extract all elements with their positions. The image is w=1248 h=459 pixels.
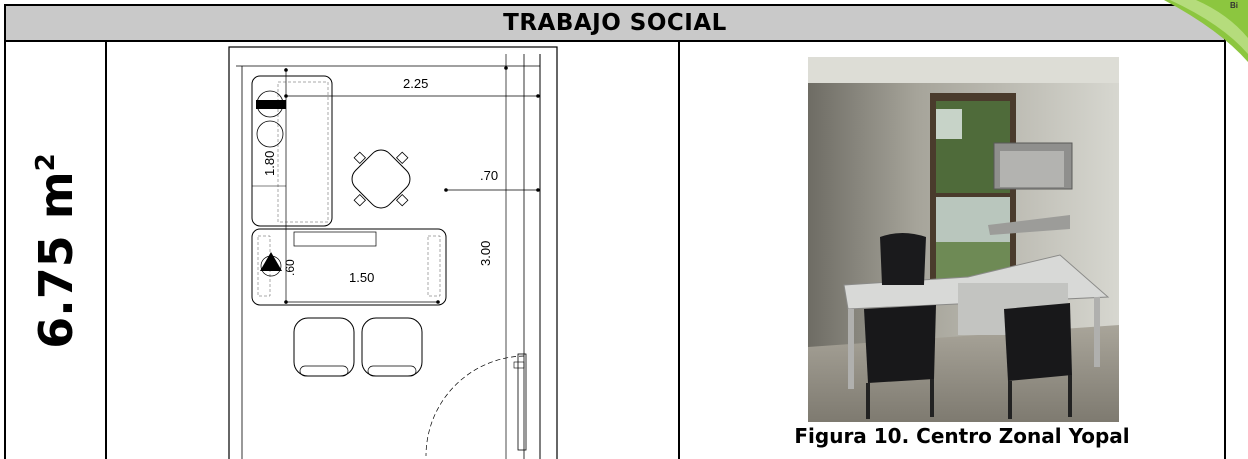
dim-dot (536, 94, 540, 98)
logo-swoosh-inner (1170, 0, 1248, 54)
dim-dot (504, 66, 508, 70)
chair-leg (930, 379, 934, 417)
door-hinge (513, 361, 525, 369)
visitor-chair-1-back (299, 365, 349, 377)
floor-plan: 2.25 1.80 .70 .60 1.50 (228, 46, 558, 459)
chair-leg (1068, 375, 1072, 417)
plan-frame (228, 46, 558, 459)
desk-leg (1094, 297, 1100, 367)
wall-cabinet-front (1000, 151, 1064, 187)
door-swing (425, 355, 525, 457)
table-divider-1 (105, 42, 107, 459)
dim-label-desk-width: 1.50 (349, 270, 374, 285)
table-border-left (4, 42, 6, 459)
visitor-chair-left (864, 305, 936, 383)
table-divider-2 (678, 42, 680, 459)
logo-text: Bi (1230, 1, 1238, 10)
visitor-chair-1 (293, 317, 355, 377)
area-superscript: 2 (31, 152, 61, 171)
photo-ceiling (808, 57, 1119, 83)
chair-leg (1008, 381, 1012, 419)
office-chair-back (880, 233, 926, 285)
dim-dot (436, 300, 440, 304)
window-sky (936, 109, 962, 139)
photo-caption: Figura 10. Centro Zonal Yopal (794, 424, 1130, 448)
area-number: 6.75 m (29, 170, 83, 349)
desk-dashed-right (427, 235, 441, 297)
door-leaf (517, 353, 527, 451)
dim-label-small: .60 (283, 259, 297, 276)
chair-leg (866, 383, 870, 419)
visitor-chair-2-back (367, 365, 417, 377)
dim-label-room-length: 3.00 (478, 241, 493, 266)
dim-label-top: 2.25 (403, 76, 428, 91)
table-border-right (1224, 42, 1226, 459)
main-desk (251, 228, 447, 306)
office-photo (808, 57, 1119, 422)
side-desk (251, 75, 333, 227)
visitor-chair-right (1004, 303, 1072, 381)
phone-icon (256, 120, 284, 148)
keyboard-tray (293, 231, 377, 247)
area-cell: 6.75 m2 (6, 42, 106, 459)
office-chair (351, 149, 411, 209)
dim-dot (444, 188, 448, 192)
area-value: 6.75 m2 (29, 153, 83, 349)
lamp-icon-base (260, 255, 282, 277)
wall-shelf (988, 215, 1070, 235)
dim-label-clearance: .70 (480, 168, 498, 183)
dim-dot (536, 188, 540, 192)
dim-label-desk-depth: 1.80 (262, 151, 277, 176)
dim-dot (284, 300, 288, 304)
equipment-block (256, 100, 286, 109)
visitor-chair-2 (361, 317, 423, 377)
desk-leg (848, 309, 854, 389)
brand-logo: Bi (1150, 0, 1248, 62)
section-header: TRABAJO SOCIAL (4, 4, 1226, 42)
section-title: TRABAJO SOCIAL (503, 10, 727, 36)
lamp-icon (260, 252, 282, 271)
side-desk-inner (277, 81, 329, 223)
